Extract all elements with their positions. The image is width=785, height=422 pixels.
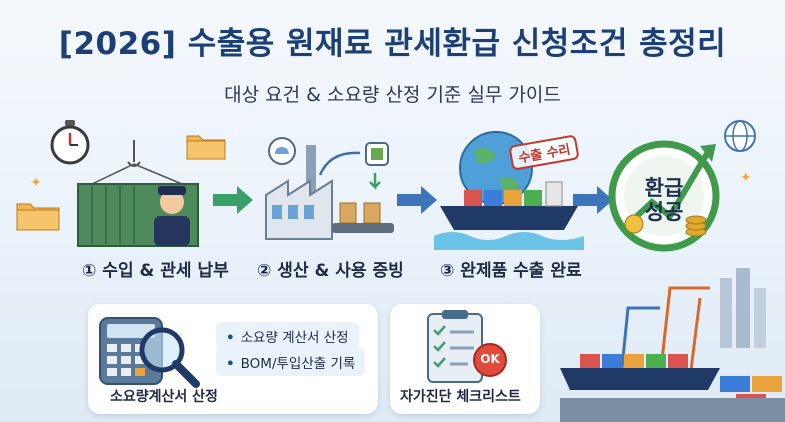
calc-card-label: 소요량계산서 산정	[110, 389, 218, 405]
folder-icon	[16, 203, 60, 231]
page-title: [2026] 수출용 원재료 관세환급 신청조건 총정리	[58, 26, 727, 62]
refund-success-badge	[608, 140, 720, 252]
calc-bullet-1-text: 소요량 계산서 산정	[240, 330, 349, 346]
badge-line2: 성공	[644, 200, 684, 224]
clipboard-checklist-icon	[427, 310, 507, 383]
stopwatch-icon	[50, 120, 90, 165]
globe-icon	[724, 120, 756, 152]
folder-icon	[186, 135, 226, 160]
factory-icon	[265, 137, 394, 240]
calculator-magnifier-icon	[99, 317, 200, 388]
step-2-label: ② 생산 & 사용 증빙	[257, 261, 404, 281]
arrow-right-icon	[573, 186, 613, 214]
calc-bullet-1: •소요량 계산서 산정	[216, 322, 359, 350]
calc-bullet-2-text: BOM/투입산출 기록	[240, 356, 356, 372]
checklist-card: OK 자가진단 체크리스트	[390, 304, 540, 414]
badge-line1: 환급	[644, 176, 684, 200]
checklist-card-label: 자가진단 체크리스트	[400, 389, 521, 405]
step-1-label: ① 수입 & 관세 납부	[82, 261, 229, 281]
step-3-label: ③ 완제품 수출 완료	[440, 261, 582, 281]
sparkle-icon: ✦	[740, 170, 752, 186]
ok-badge: OK	[480, 352, 500, 366]
port-scene-illustration	[560, 268, 785, 422]
container-customs-officer-icon	[77, 140, 199, 247]
calc-bullet-2: •BOM/투입산출 기록	[216, 348, 366, 376]
calc-card: •소요량 계산서 산정 •BOM/투입산출 기록 소요량계산서 산정	[88, 304, 378, 414]
page-subtitle: 대상 요건 & 소요량 산정 기준 실무 가이드	[224, 84, 561, 106]
sparkle-icon: ✦	[30, 175, 42, 191]
arrow-right-icon	[213, 186, 253, 214]
arrow-right-icon	[397, 186, 437, 214]
